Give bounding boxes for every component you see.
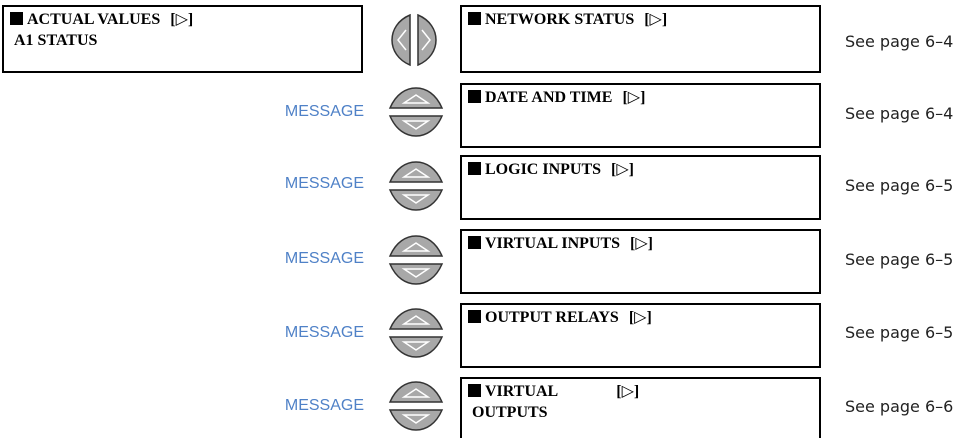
- display-line2: A1 STATUS: [14, 32, 98, 49]
- item-title: OUTPUT RELAYS: [485, 309, 619, 326]
- item-title: VIRTUAL: [485, 383, 559, 400]
- page-reference: See page 6–5: [845, 250, 954, 269]
- up-down-arrow-keys-icon[interactable]: [386, 84, 446, 140]
- block-icon: [468, 90, 481, 103]
- message-label: MESSAGE: [284, 103, 364, 120]
- page-reference: See page 6–4: [845, 104, 954, 123]
- up-down-arrow-keys-icon[interactable]: [386, 378, 446, 434]
- display-line1: ACTUAL VALUES: [27, 11, 161, 28]
- actual-values-display: ACTUAL VALUES [▷] A1 STATUS: [2, 5, 363, 73]
- page-reference: See page 6–5: [845, 323, 954, 342]
- block-icon: [468, 236, 481, 249]
- page-reference: See page 6–5: [845, 176, 954, 195]
- enter-arrow: [▷]: [622, 89, 646, 106]
- virtual-outputs-display: VIRTUAL [▷] OUTPUTS: [460, 377, 821, 438]
- message-label: MESSAGE: [284, 250, 364, 267]
- enter-arrow: [▷]: [170, 11, 194, 28]
- block-icon: [468, 12, 481, 25]
- enter-arrow: [▷]: [611, 161, 634, 178]
- left-right-arrow-keys-icon[interactable]: [382, 12, 446, 68]
- item-title: VIRTUAL INPUTS: [485, 235, 621, 252]
- enter-arrow: [▷]: [628, 309, 652, 326]
- block-icon: [468, 310, 481, 323]
- message-label: MESSAGE: [284, 324, 364, 341]
- message-label: MESSAGE: [284, 397, 364, 414]
- date-and-time-display: DATE AND TIME [▷]: [460, 83, 821, 148]
- enter-arrow: [▷]: [644, 11, 668, 28]
- block-icon: [468, 384, 481, 397]
- item-title: NETWORK STATUS: [485, 11, 635, 28]
- up-down-arrow-keys-icon[interactable]: [386, 158, 446, 214]
- up-down-arrow-keys-icon[interactable]: [386, 305, 446, 361]
- block-icon: [10, 12, 23, 25]
- network-status-display: NETWORK STATUS [▷]: [460, 5, 821, 73]
- item-title: LOGIC INPUTS: [485, 161, 602, 178]
- enter-arrow: [▷]: [616, 383, 640, 400]
- page-reference: See page 6–6: [845, 397, 954, 416]
- up-down-arrow-keys-icon[interactable]: [386, 232, 446, 288]
- item-subtitle: OUTPUTS: [472, 404, 548, 421]
- virtual-inputs-display: VIRTUAL INPUTS [▷]: [460, 229, 821, 294]
- item-title: DATE AND TIME: [485, 89, 613, 106]
- logic-inputs-display: LOGIC INPUTS [▷]: [460, 155, 821, 220]
- enter-arrow: [▷]: [630, 235, 653, 252]
- output-relays-display: OUTPUT RELAYS [▷]: [460, 303, 821, 368]
- page-reference: See page 6–4: [845, 32, 954, 51]
- block-icon: [468, 162, 481, 175]
- message-label: MESSAGE: [284, 175, 364, 192]
